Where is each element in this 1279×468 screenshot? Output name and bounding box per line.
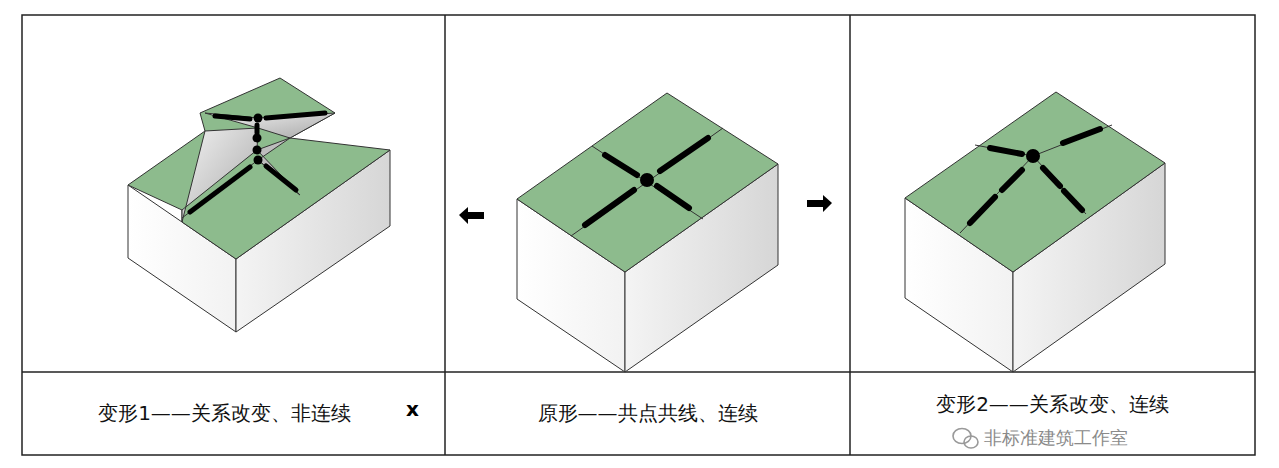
caption-text: 变形1——关系改变、非连续 [98, 400, 351, 427]
watermark-icon [953, 429, 978, 449]
caption-cell: 变形1——关系改变、非连续 [23, 373, 444, 454]
watermark: 非标准建筑工作室 [984, 426, 1128, 450]
original-block [517, 93, 778, 372]
caption-text: 原形——共点共线、连续 [538, 400, 758, 427]
caption-cell: 原形——共点共线、连续 [446, 373, 849, 454]
cross-mark: x [406, 397, 419, 421]
deformed-block-discontinuous [128, 78, 390, 332]
caption-text: 变形2——关系改变、连续 [936, 391, 1169, 418]
transform-arrow [459, 195, 832, 224]
table-frame [22, 15, 1255, 455]
caption-cell: 变形2——关系改变、连续 [851, 373, 1254, 425]
deformed-block-continuous [905, 92, 1165, 372]
